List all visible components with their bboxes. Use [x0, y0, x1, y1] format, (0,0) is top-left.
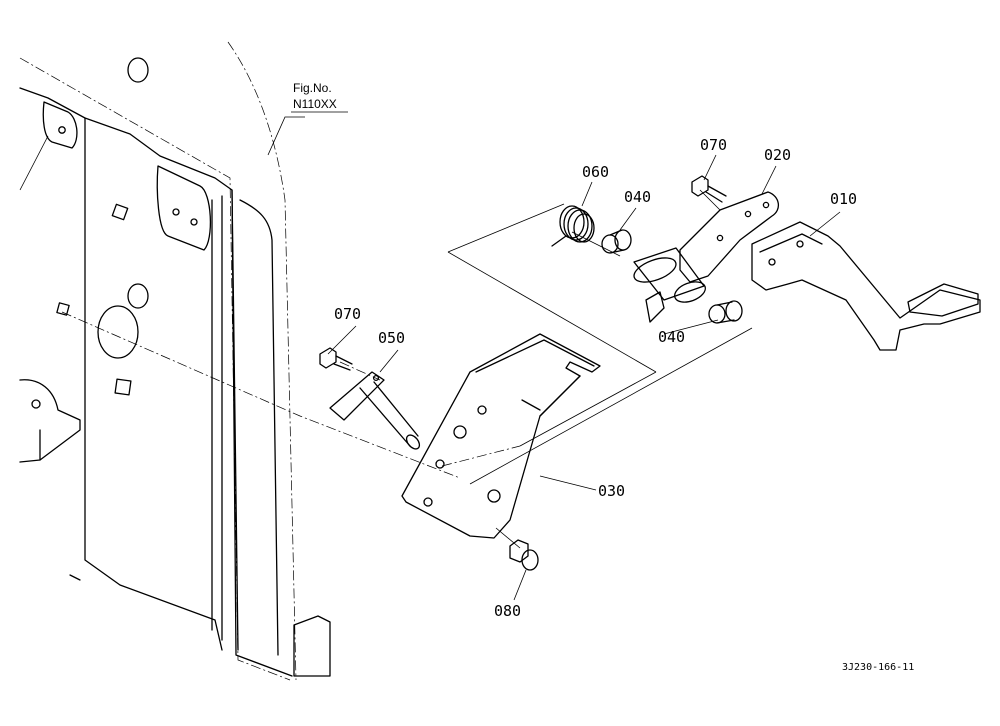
drawing-code: 3J230-166-11: [842, 662, 914, 673]
alignment-lines: [61, 189, 753, 549]
bracket-030: [401, 333, 601, 539]
callout-050: 050: [378, 329, 405, 347]
callout-070-left: 070: [334, 305, 361, 323]
pedal-010: [751, 221, 981, 351]
callout-030: 030: [598, 482, 625, 500]
bolt-070-right: [691, 175, 727, 203]
callout-060: 060: [582, 163, 609, 181]
leader-lines: [267, 116, 841, 601]
fig-label: Fig.No.: [293, 81, 332, 95]
spring-060: [551, 205, 595, 247]
bolt-080: [509, 539, 539, 571]
callout-070-right: 070: [700, 136, 727, 154]
fig-number: N110XX: [293, 97, 337, 111]
callout-040-upper: 040: [624, 188, 651, 206]
callout-040-lower: 040: [658, 328, 685, 346]
shaft-boss: [633, 247, 706, 323]
callout-020: 020: [764, 146, 791, 164]
arm-plate-020: [679, 191, 779, 283]
pin-050: [329, 371, 421, 450]
callout-010: 010: [830, 190, 857, 208]
callout-080: 080: [494, 602, 521, 620]
bolt-070-left: [319, 347, 353, 371]
frame-panel: [19, 41, 331, 681]
bushing-040-lower: [708, 300, 743, 324]
